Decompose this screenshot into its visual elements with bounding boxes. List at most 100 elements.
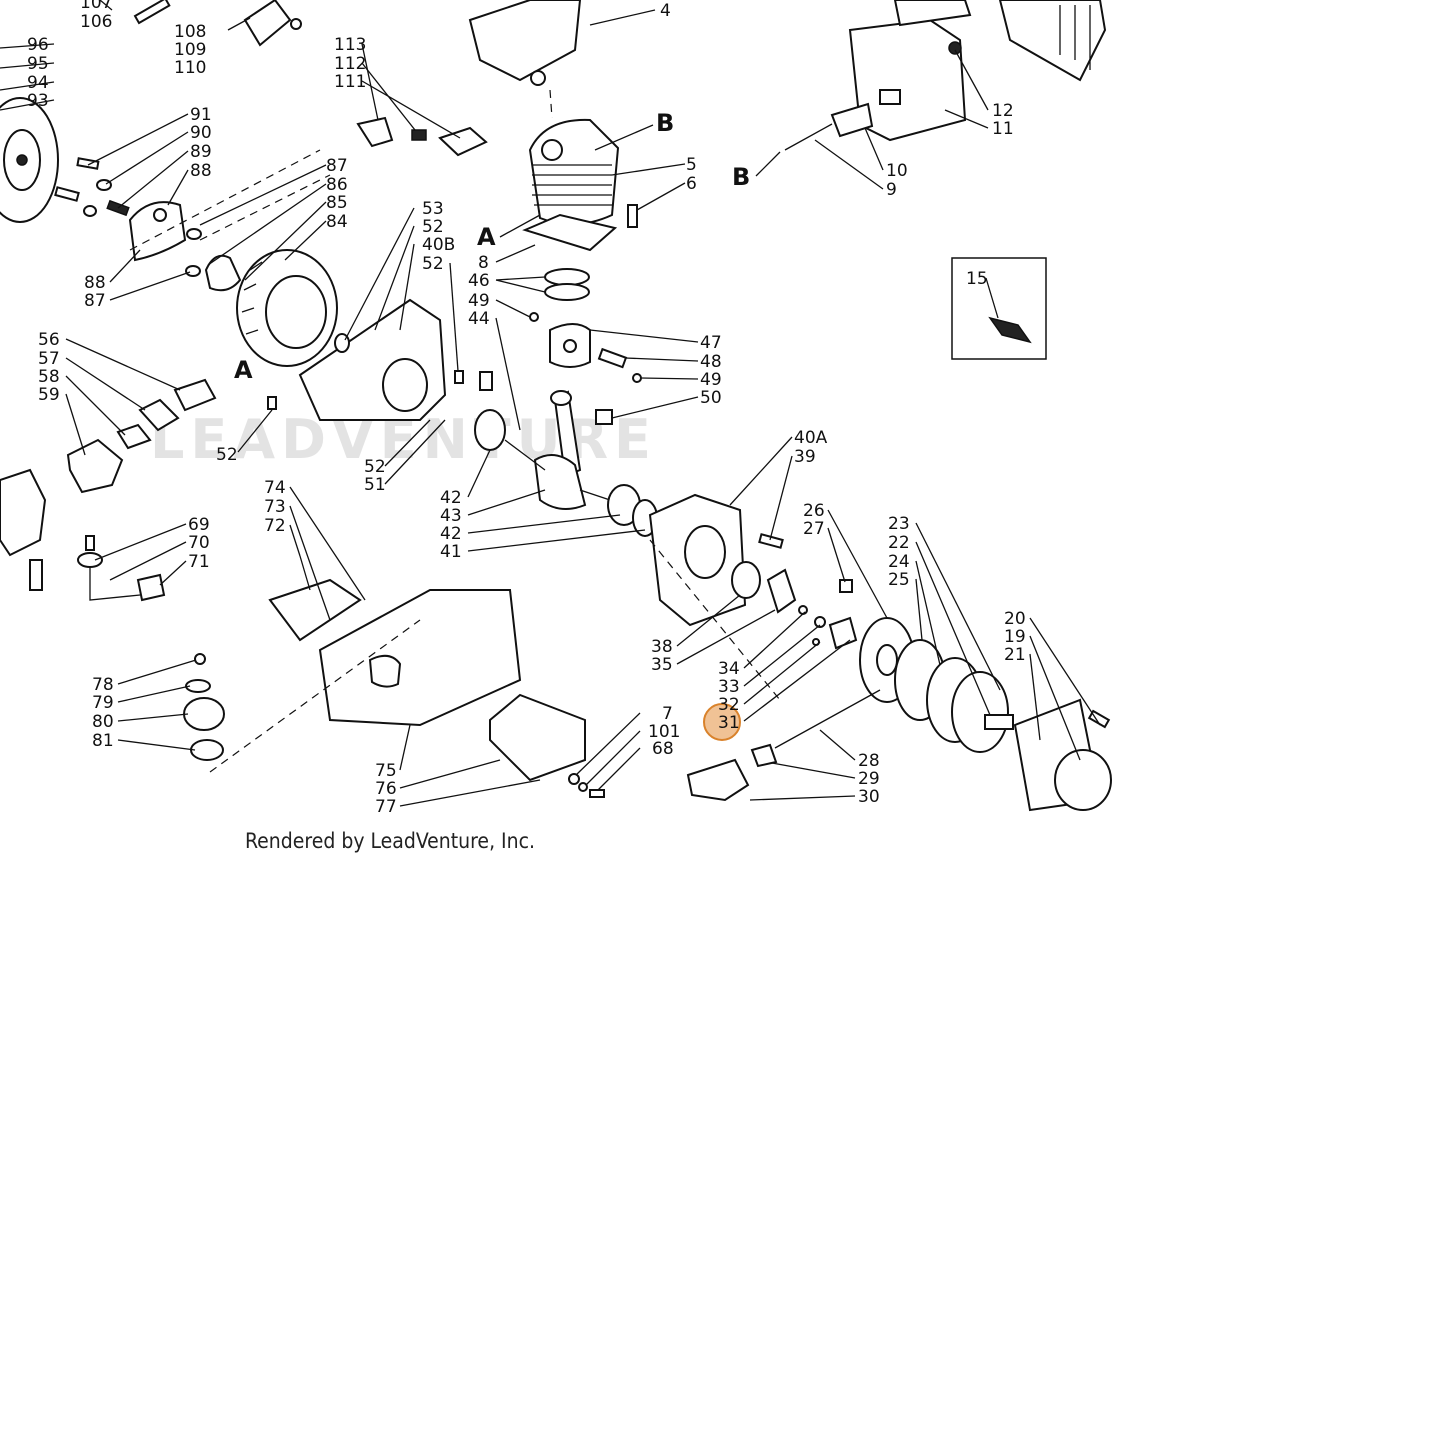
callout-15[interactable]: 15 (966, 269, 988, 289)
callout-89[interactable]: 89 (190, 142, 212, 162)
callout-58[interactable]: 58 (38, 367, 60, 387)
callout-47[interactable]: 47 (700, 333, 722, 353)
callout-94[interactable]: 94 (27, 73, 49, 93)
callout-86[interactable]: 86 (326, 175, 348, 195)
callout-25[interactable]: 25 (888, 570, 910, 590)
callout-85[interactable]: 85 (326, 193, 348, 213)
callout-39[interactable]: 39 (794, 447, 816, 467)
callout-81[interactable]: 81 (92, 731, 114, 751)
callout-22[interactable]: 22 (888, 533, 910, 553)
callout-44[interactable]: 44 (468, 309, 490, 329)
section-a-flywheel[interactable]: A (234, 356, 253, 384)
callout-52-c[interactable]: 52 (216, 445, 238, 465)
callout-33[interactable]: 33 (718, 677, 740, 697)
callout-23[interactable]: 23 (888, 514, 910, 534)
callout-84[interactable]: 84 (326, 212, 348, 232)
muffler-drawing (848, 0, 1107, 142)
callout-79[interactable]: 79 (92, 693, 114, 713)
callout-76[interactable]: 76 (375, 779, 397, 799)
callout-48[interactable]: 48 (700, 352, 722, 372)
callout-46[interactable]: 46 (468, 271, 490, 291)
callout-113[interactable]: 113 (334, 35, 366, 55)
callout-35[interactable]: 35 (651, 655, 673, 675)
callout-40b[interactable]: 40B (422, 235, 455, 255)
callout-34[interactable]: 34 (718, 659, 740, 679)
callout-109[interactable]: 109 (174, 40, 206, 60)
callout-110[interactable]: 110 (174, 58, 206, 78)
callout-20[interactable]: 20 (1004, 609, 1026, 629)
callout-80[interactable]: 80 (92, 712, 114, 732)
callout-32[interactable]: 32 (718, 695, 740, 715)
clutch-shoe-drawing (128, 201, 187, 262)
callout-11[interactable]: 11 (992, 119, 1014, 139)
callout-68[interactable]: 68 (652, 739, 674, 759)
callout-71[interactable]: 71 (188, 552, 210, 572)
callout-78[interactable]: 78 (92, 675, 114, 695)
part-drawings (0, 0, 1112, 812)
callout-106[interactable]: 106 (80, 12, 112, 32)
callout-72[interactable]: 72 (264, 516, 286, 536)
callout-74[interactable]: 74 (264, 478, 286, 498)
callout-111[interactable]: 111 (334, 72, 366, 92)
callout-73[interactable]: 73 (264, 497, 286, 517)
callout-5[interactable]: 5 (686, 155, 697, 175)
callout-101[interactable]: 101 (648, 722, 680, 742)
callout-42-b[interactable]: 42 (440, 524, 462, 544)
callout-26[interactable]: 26 (803, 501, 825, 521)
callout-52-b[interactable]: 52 (422, 254, 444, 274)
callout-49[interactable]: 49 (468, 291, 490, 311)
callout-90[interactable]: 90 (190, 123, 212, 143)
section-b-top[interactable]: B (656, 109, 674, 137)
callout-40a[interactable]: 40A (794, 428, 828, 448)
callout-96[interactable]: 96 (27, 35, 49, 55)
callout-41[interactable]: 41 (440, 542, 462, 562)
callout-43[interactable]: 43 (440, 506, 462, 526)
callout-70[interactable]: 70 (188, 533, 210, 553)
callout-24[interactable]: 24 (888, 552, 910, 572)
callout-108[interactable]: 108 (174, 22, 206, 42)
callout-50[interactable]: 50 (700, 388, 722, 408)
callout-107[interactable]: 107 (80, 0, 112, 13)
callout-29[interactable]: 29 (858, 769, 880, 789)
section-a-cylinder[interactable]: A (477, 223, 496, 251)
callout-93[interactable]: 93 (27, 91, 49, 111)
callout-87[interactable]: 87 (326, 156, 348, 176)
callout-12[interactable]: 12 (992, 101, 1014, 121)
callout-88[interactable]: 88 (190, 161, 212, 181)
fuel-tank-drawing (318, 589, 522, 727)
callout-10[interactable]: 10 (886, 161, 908, 181)
callout-51[interactable]: 51 (364, 475, 386, 495)
callout-19[interactable]: 19 (1004, 627, 1026, 647)
clutch-drum-drawing (0, 97, 59, 223)
callout-27[interactable]: 27 (803, 519, 825, 539)
callout-31[interactable]: 31 (718, 713, 740, 733)
callout-52[interactable]: 52 (422, 217, 444, 237)
callout-7[interactable]: 7 (662, 704, 673, 724)
callout-112[interactable]: 112 (334, 54, 366, 74)
callout-69[interactable]: 69 (188, 515, 210, 535)
callout-30[interactable]: 30 (858, 787, 880, 807)
callout-6[interactable]: 6 (686, 174, 697, 194)
callout-77[interactable]: 77 (375, 797, 397, 817)
callout-53[interactable]: 53 (422, 199, 444, 219)
callout-59[interactable]: 59 (38, 385, 60, 405)
callout-87-lower[interactable]: 87 (84, 291, 106, 311)
callout-4[interactable]: 4 (660, 1, 671, 21)
callout-88-lower[interactable]: 88 (84, 273, 106, 293)
callout-8[interactable]: 8 (478, 253, 489, 273)
callout-52-d[interactable]: 52 (364, 457, 386, 477)
callout-28[interactable]: 28 (858, 751, 880, 771)
crankshaft-drawing (504, 390, 611, 510)
callout-42[interactable]: 42 (440, 488, 462, 508)
callout-56[interactable]: 56 (38, 330, 60, 350)
callout-95[interactable]: 95 (27, 54, 49, 74)
callout-49-b[interactable]: 49 (700, 370, 722, 390)
callout-9[interactable]: 9 (886, 180, 897, 200)
callout-75[interactable]: 75 (375, 761, 397, 781)
section-b-muffler[interactable]: B (732, 163, 750, 191)
callout-91[interactable]: 91 (190, 105, 212, 125)
callout-38[interactable]: 38 (651, 637, 673, 657)
callout-21[interactable]: 21 (1004, 645, 1026, 665)
callout-57[interactable]: 57 (38, 349, 60, 369)
